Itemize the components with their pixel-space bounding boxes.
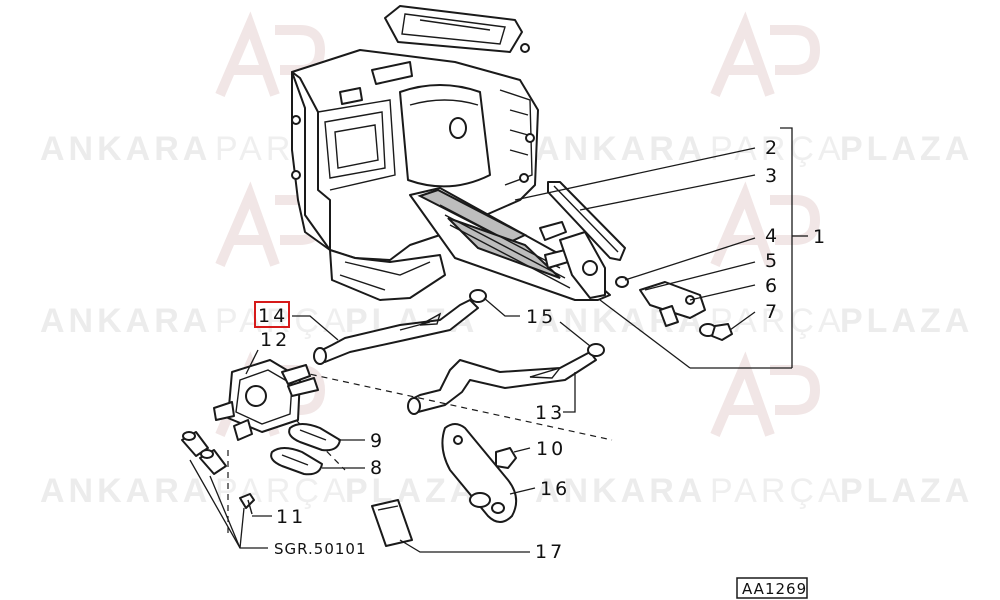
label-14: 14 xyxy=(258,305,288,327)
nut xyxy=(711,323,733,341)
watermark-word-ankara: ANKARA xyxy=(535,472,706,510)
hose-upper xyxy=(313,299,479,365)
watermark-row-bottom: ANKARA PARÇA PLAZA ANKARA PARÇA PLAZA xyxy=(40,472,973,510)
label-10: 10 xyxy=(536,438,566,460)
watermark-word-parca: PARÇA xyxy=(215,302,350,340)
ap-logo-icon xyxy=(710,181,821,267)
label-13: 13 xyxy=(535,402,565,424)
watermark-row-middle: ANKARA PARÇA PLAZA ANKARA PARÇA PLAZA xyxy=(40,302,973,340)
leader-lines xyxy=(189,127,808,553)
label-7: 7 xyxy=(765,301,780,323)
hose-lower xyxy=(407,351,597,415)
heater-core xyxy=(409,187,611,301)
bracket-pipe xyxy=(639,281,706,327)
diagram-code-box xyxy=(736,577,808,599)
label-17: 17 xyxy=(535,541,565,563)
water-valve xyxy=(213,359,319,441)
label-15: 15 xyxy=(526,306,556,328)
hose-clamp xyxy=(587,343,605,357)
label-1: 1 xyxy=(813,226,828,248)
hose-pieces xyxy=(181,431,227,475)
axis-line xyxy=(299,371,613,441)
ap-logo-icon xyxy=(710,11,821,97)
watermark-word-parca: PARÇA xyxy=(710,472,845,510)
watermark-word-parca: PARÇA xyxy=(215,472,350,510)
watermark-word-ankara: ANKARA xyxy=(535,130,706,168)
watermark-word-plaza: PLAZA xyxy=(345,472,478,510)
watermark-word-parca: PARÇA xyxy=(710,130,845,168)
label-3: 3 xyxy=(765,165,780,187)
label-6: 6 xyxy=(765,275,780,297)
diagram-code: AA1269 xyxy=(742,580,807,598)
label-sgr: SGR.50101 xyxy=(274,540,367,558)
rubber-gasket-lower xyxy=(270,447,323,476)
label-5: 5 xyxy=(765,250,780,272)
watermark-word-plaza: PLAZA xyxy=(840,472,973,510)
hose-clamp xyxy=(469,289,487,303)
nut xyxy=(495,447,517,469)
foam-pad xyxy=(371,499,413,547)
ap-logo-icon xyxy=(710,351,821,437)
label-2: 2 xyxy=(765,137,780,159)
label-11: 11 xyxy=(276,506,306,528)
label-12: 12 xyxy=(260,329,290,351)
label-4: 4 xyxy=(765,225,780,247)
watermark-word-ankara: ANKARA xyxy=(40,302,211,340)
gasket-strip xyxy=(547,181,626,261)
watermark-word-ankara: ANKARA xyxy=(40,472,211,510)
watermark-word-plaza: PLAZA xyxy=(840,130,973,168)
o-ring xyxy=(615,276,629,288)
rubber-gasket-upper xyxy=(288,423,341,452)
label-8: 8 xyxy=(370,457,385,479)
mounting-plate xyxy=(441,423,518,523)
watermark-word-plaza: PLAZA xyxy=(840,302,973,340)
callout-labels: 2 3 1 4 5 6 7 14 12 15 13 9 8 10 16 11 S… xyxy=(254,137,828,599)
label-9: 9 xyxy=(370,430,385,452)
label-16: 16 xyxy=(540,478,570,500)
watermark-word-ankara: ANKARA xyxy=(40,130,211,168)
highlight-box xyxy=(254,301,290,328)
screw xyxy=(239,493,255,515)
